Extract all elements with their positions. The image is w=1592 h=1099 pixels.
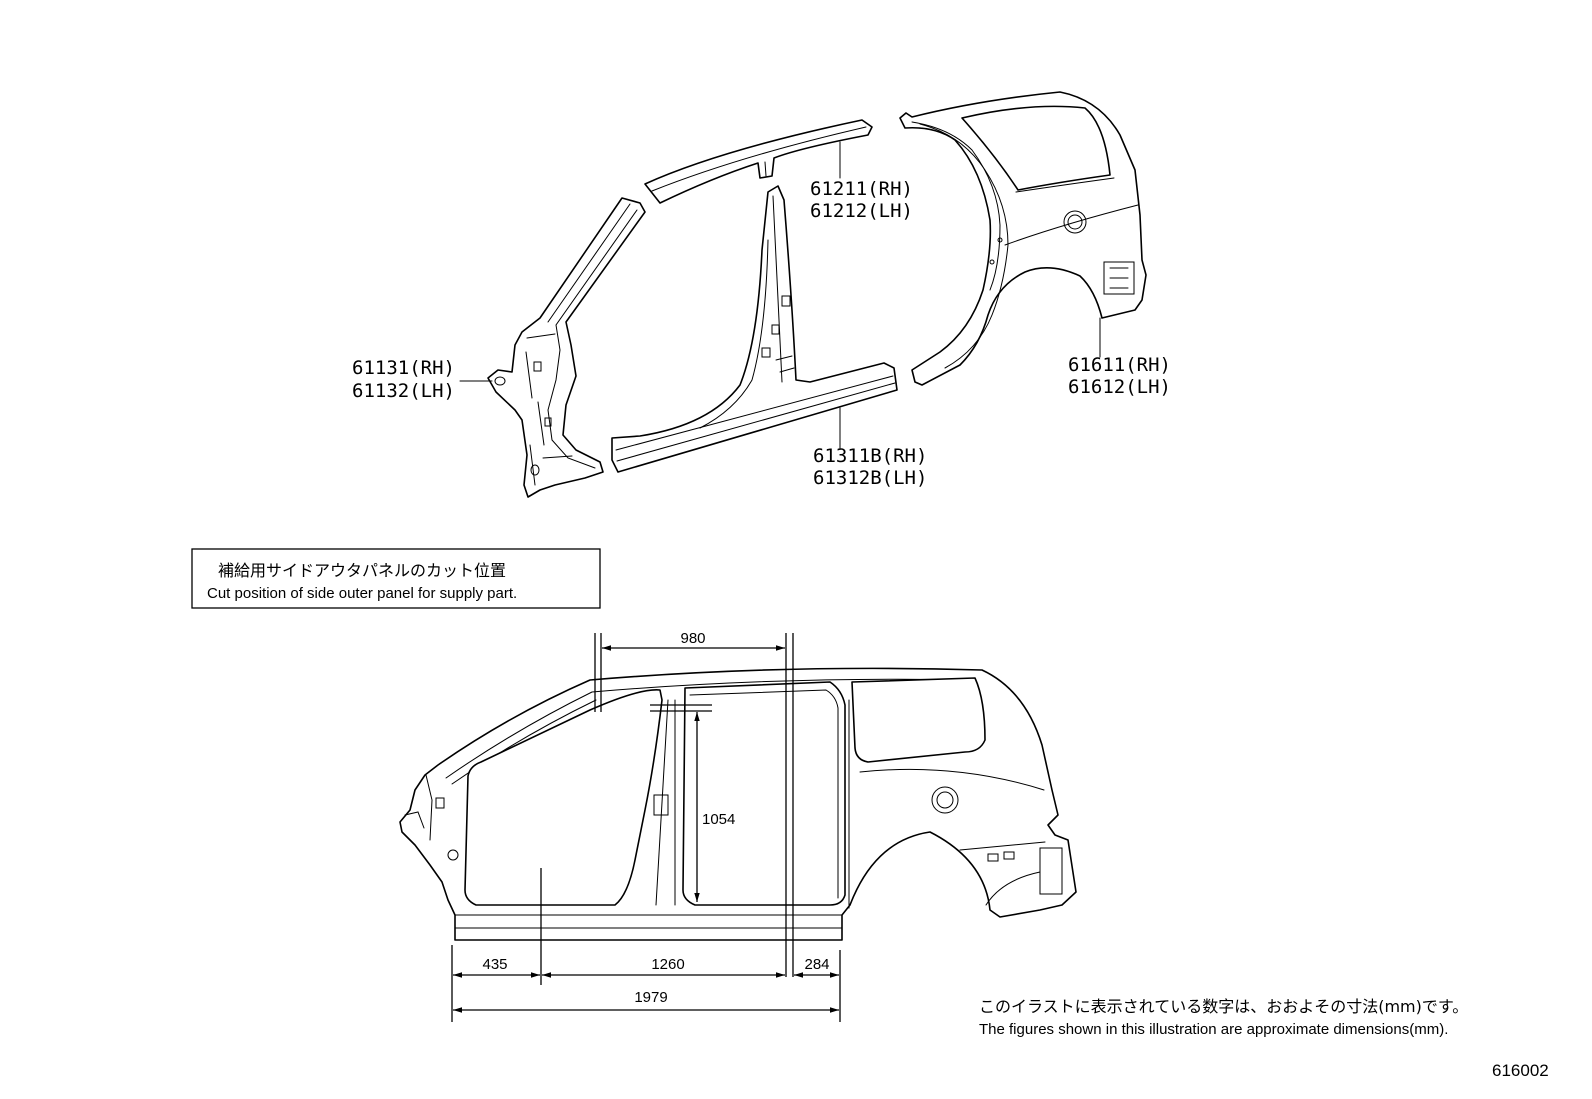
center-pillar-detail <box>653 794 669 816</box>
front-pillar-hole <box>530 464 540 476</box>
rocker-panel-line <box>616 382 896 462</box>
middle-dimension: 1260 <box>651 956 684 973</box>
center-pillar-hole <box>761 347 771 358</box>
front-pillar-flange-line <box>547 209 638 469</box>
front-pillar-hole <box>544 417 552 427</box>
fuel-door-inner <box>1067 214 1083 230</box>
front-pillar-hole <box>447 849 459 861</box>
caption-english: Cut position of side outer panel for sup… <box>207 585 517 602</box>
quarter-window-opening <box>961 105 1111 191</box>
rocker-panel-rh-label: 61311B(RH) <box>813 445 927 467</box>
front-pillar-detail <box>525 333 573 486</box>
caption-box <box>191 548 601 609</box>
dimension-lines <box>451 633 841 1022</box>
roof-rail-outline <box>644 119 873 204</box>
rear-lower-line <box>959 841 1046 851</box>
quarter-panel-line <box>1015 177 1115 193</box>
belt-line <box>859 768 1045 791</box>
front-pillar-lh-label: 61132(LH) <box>352 380 455 402</box>
rocker-panel-line <box>615 375 894 451</box>
front-pillar-hole <box>435 797 445 809</box>
front-pillar-outline <box>487 197 646 498</box>
center-pillar-line <box>772 195 783 383</box>
side-outer-panel-view <box>399 667 1077 941</box>
front-pillar-edge-line <box>547 203 631 323</box>
taillight-opening <box>1039 847 1063 895</box>
rear-arch-line <box>985 871 1041 906</box>
taillight-opening <box>1103 261 1135 295</box>
quarter-panel-line <box>1004 204 1139 246</box>
front-pillar-hole <box>533 361 542 372</box>
front-pillar-panel <box>487 197 646 498</box>
roof-rail-edge-line <box>651 126 867 192</box>
center-pillar-line <box>655 699 669 906</box>
quarter-panel <box>899 91 1147 386</box>
quarter-panel-rh-label: 61611(RH) <box>1068 354 1171 376</box>
rear-door-opening-flange <box>689 689 839 899</box>
quarter-window-opening <box>851 677 986 763</box>
quarter-panel-hole <box>989 259 995 265</box>
note-english: The figures shown in this illustration a… <box>979 1021 1448 1038</box>
roof-rail-stub-line <box>764 161 767 177</box>
fuel-door-opening <box>931 786 959 814</box>
rear-lower-hole <box>1003 851 1015 860</box>
center-pillar-detail <box>775 355 795 373</box>
roof-inner-line <box>451 699 597 785</box>
quarter-panel-line <box>919 123 1009 369</box>
note-japanese: このイラストに表示されている数字は、おおよその寸法(mm)です。 <box>979 997 1468 1016</box>
quarter-panel-hole <box>997 237 1003 243</box>
rear-door-opening <box>682 681 846 906</box>
center-pillar-hole <box>781 295 791 307</box>
front-pillar-rh-label: 61131(RH) <box>352 357 455 379</box>
center-pillar-line <box>699 239 769 429</box>
quarter-panel-lh-label: 61612(LH) <box>1068 376 1171 398</box>
fuel-door-inner <box>936 791 954 809</box>
rocker-panel-outline <box>611 185 898 473</box>
center-pillar-rocker-panel <box>611 185 898 473</box>
figure-number: 616002 <box>1492 1061 1549 1080</box>
roof-side-rail <box>644 119 873 204</box>
fuel-door-opening <box>1063 210 1087 234</box>
center-pillar-hole <box>771 324 780 335</box>
total-dimension: 1979 <box>634 989 667 1006</box>
roof-rail-lh-label: 61212(LH) <box>810 200 913 222</box>
roof-cut-dimension: 980 <box>680 630 705 647</box>
front-pillar-hole <box>494 376 506 386</box>
roof-rail-rh-label: 61211(RH) <box>810 178 913 200</box>
pillar-dimension: 1054 <box>702 811 735 828</box>
front-bracket-line <box>404 774 433 841</box>
taillight-detail <box>1109 267 1129 289</box>
rocker-panel-lh-label: 61312B(LH) <box>813 467 927 489</box>
front-door-opening <box>464 689 663 906</box>
rear-dimension: 284 <box>804 956 829 973</box>
rear-lower-hole <box>987 853 999 862</box>
roof-inner-line <box>445 678 977 779</box>
caption-japanese: 補給用サイドアウタパネルのカット位置 <box>218 561 506 580</box>
quarter-panel-line <box>911 121 1001 291</box>
front-dimension: 435 <box>482 956 507 973</box>
